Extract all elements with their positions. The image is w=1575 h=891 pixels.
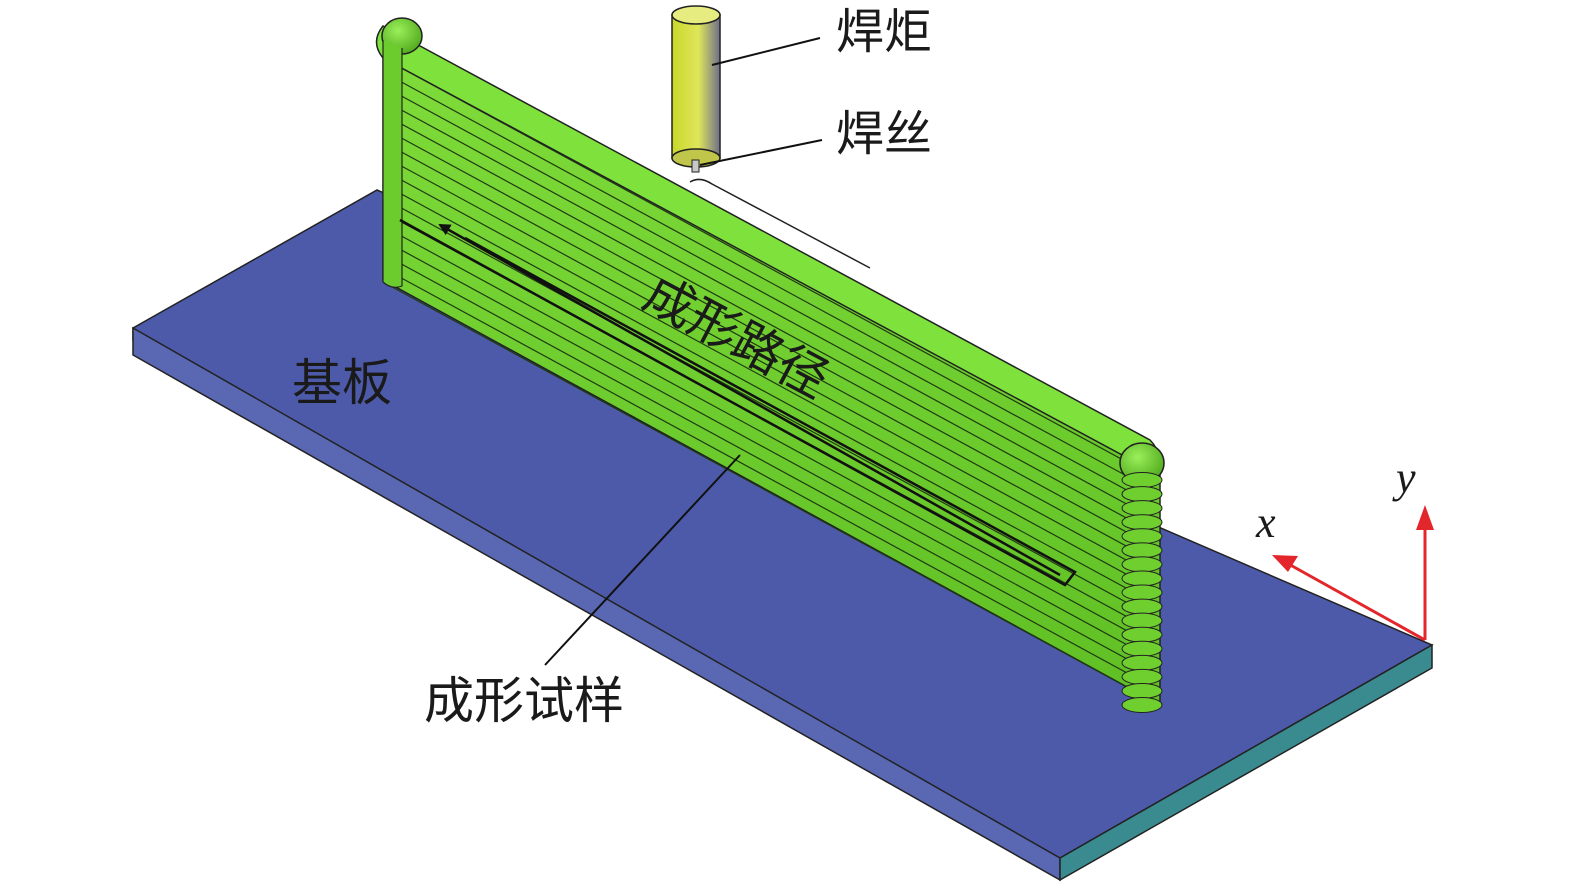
end-bead — [1121, 514, 1163, 531]
end-bead — [1121, 472, 1163, 488]
layer-line — [382, 99, 1161, 523]
end-bead — [1121, 570, 1163, 587]
x-axis-arrowhead — [1272, 555, 1298, 572]
end-bead — [1121, 542, 1163, 559]
layer-line — [382, 225, 1161, 650]
end-bead — [1121, 626, 1163, 643]
end-bead — [1121, 528, 1163, 545]
end-bead — [1121, 500, 1163, 517]
leader-lines — [544, 37, 823, 666]
y-axis-arrowhead — [1416, 505, 1434, 530]
forming-path — [399, 218, 1077, 587]
torch-label: 焊炬 — [836, 4, 932, 60]
layer-line — [382, 113, 1161, 537]
y-axis-label: y — [1392, 453, 1416, 502]
torch-top-icon — [671, 5, 721, 25]
layer-line — [382, 127, 1161, 551]
x-axis-arrow — [1284, 560, 1426, 642]
wire-leader — [699, 139, 823, 166]
end-bead — [1121, 682, 1163, 699]
substrate-plate — [132, 189, 1434, 882]
torch-leader — [711, 37, 821, 66]
deposit-layers — [382, 57, 1161, 706]
specimen-leader — [544, 454, 741, 666]
welding-torch — [671, 5, 721, 173]
layer-line — [382, 85, 1161, 509]
end-bead — [1121, 612, 1163, 629]
substrate-label: 基板 — [292, 354, 392, 412]
end-bead — [1121, 668, 1163, 685]
current-bead-segment — [689, 178, 871, 269]
end-bead — [1121, 640, 1163, 657]
end-bead — [1121, 654, 1163, 671]
layer-line — [382, 267, 1161, 692]
layer-line — [382, 197, 1161, 622]
right-end-stack — [1121, 472, 1163, 713]
layer-line — [382, 253, 1161, 678]
substrate-side-face — [1059, 643, 1433, 882]
x-axis-label: x — [1255, 498, 1276, 547]
wire-icon — [691, 159, 700, 173]
forming-path-arrow — [438, 223, 1061, 577]
layer-line — [382, 141, 1161, 565]
layer-line — [382, 281, 1161, 706]
torch-body-icon — [671, 14, 721, 159]
end-bead — [1121, 584, 1163, 601]
end-bead — [1121, 697, 1163, 713]
layer-line — [382, 239, 1161, 664]
layer-line — [382, 169, 1161, 594]
end-bead — [1121, 556, 1163, 573]
coordinate-axes — [1272, 505, 1434, 642]
layer-line — [382, 155, 1161, 579]
specimen-label: 成形试样 — [424, 672, 624, 730]
end-bead — [1121, 486, 1163, 503]
wire-label: 焊丝 — [836, 106, 932, 162]
left-end-stack — [382, 40, 403, 288]
forming-path-loop — [399, 218, 1077, 587]
layer-line — [382, 71, 1161, 495]
specimen-wall — [375, 17, 1165, 713]
layer-line — [382, 183, 1161, 608]
end-bead — [1121, 598, 1163, 615]
